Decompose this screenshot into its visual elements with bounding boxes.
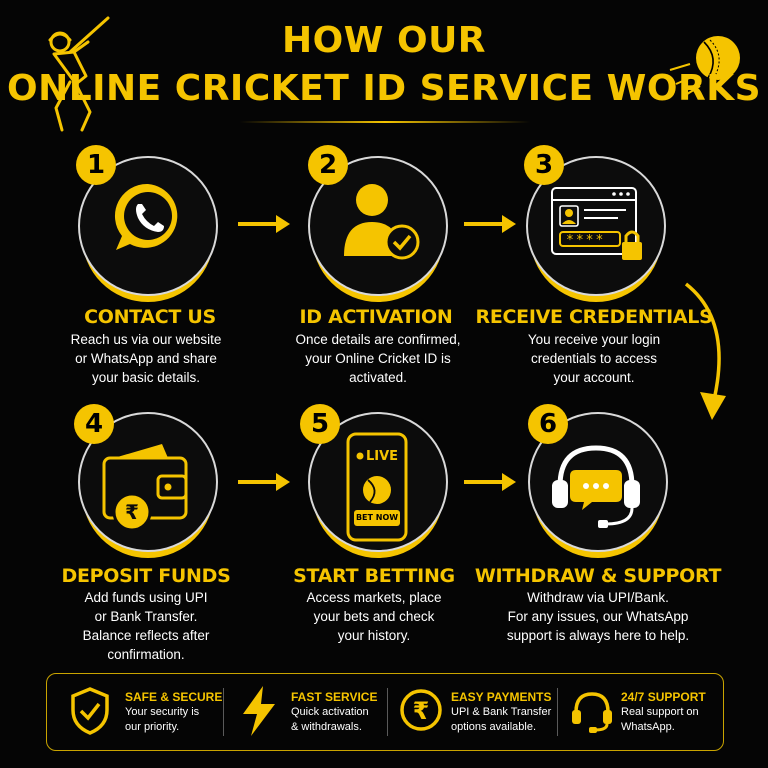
feature-title: SAFE & SECURE bbox=[125, 690, 223, 704]
desc-line: your bets and check bbox=[313, 609, 435, 624]
bet-now-button: BET NOW bbox=[355, 513, 399, 522]
batsman-icon bbox=[48, 16, 110, 132]
headset-icon bbox=[572, 692, 612, 733]
arrow-right-icon bbox=[464, 215, 516, 233]
feature-title: EASY PAYMENTS bbox=[451, 690, 552, 704]
password-mask: **** bbox=[566, 233, 606, 248]
step-number: 3 bbox=[524, 145, 564, 185]
desc-line: Once details are confirmed, bbox=[295, 332, 461, 347]
desc-line: credentials to access bbox=[530, 351, 658, 366]
page-title-line1: HOW OUR bbox=[281, 20, 487, 61]
desc-line: your basic details. bbox=[91, 370, 201, 385]
desc-line: your account. bbox=[553, 370, 635, 385]
step-number: 2 bbox=[308, 145, 348, 185]
step-description: Access markets, place your bets and chec… bbox=[254, 588, 494, 645]
whatsapp-icon bbox=[114, 183, 178, 250]
step-description: Add funds using UPI or Bank Transfer. Ba… bbox=[26, 588, 266, 664]
shield-check-icon bbox=[71, 687, 109, 735]
feature-fast-service: FAST SERVICE Quick activation & withdraw… bbox=[225, 674, 391, 750]
cricket-ball-icon bbox=[669, 36, 740, 97]
arrow-right-icon bbox=[238, 215, 290, 233]
feature-title: 24/7 SUPPORT bbox=[621, 690, 706, 704]
step-number: 6 bbox=[528, 404, 568, 444]
step-title: START BETTING bbox=[293, 565, 455, 587]
desc-line: Quick activation bbox=[291, 706, 369, 718]
feature-separator bbox=[557, 688, 558, 736]
svg-text:₹: ₹ bbox=[413, 697, 430, 725]
desc-line: Balance reflects after bbox=[82, 628, 210, 643]
desc-line: Your security is bbox=[125, 706, 200, 718]
headset-chat-icon bbox=[552, 445, 640, 528]
feature-separator bbox=[387, 688, 388, 736]
desc-line: For any issues, our WhatsApp bbox=[507, 609, 689, 624]
feature-support: 24/7 SUPPORT Real support on WhatsApp. bbox=[559, 674, 723, 750]
arrow-right-icon bbox=[238, 473, 290, 491]
desc-line: WhatsApp. bbox=[621, 721, 675, 733]
desc-line: Real support on bbox=[621, 706, 699, 718]
step-description: Reach us via our website or WhatsApp and… bbox=[26, 330, 266, 387]
desc-line: support is always here to help. bbox=[506, 628, 690, 643]
step-title: WITHDRAW & SUPPORT bbox=[474, 565, 722, 587]
step-title: DEPOSIT FUNDS bbox=[61, 565, 231, 587]
arrow-right-icon bbox=[464, 473, 516, 491]
feature-easy-payments: ₹ EASY PAYMENTS UPI & Bank Transfer opti… bbox=[389, 674, 565, 750]
desc-line: You receive your login bbox=[527, 332, 661, 347]
feature-description: Real support on WhatsApp. bbox=[621, 705, 699, 735]
curved-arrow-icon bbox=[684, 282, 726, 420]
lightning-icon bbox=[243, 686, 275, 736]
wallet-rupee-icon: ₹ bbox=[102, 444, 188, 532]
desc-line: Add funds using UPI bbox=[84, 590, 208, 605]
step-title: ID ACTIVATION bbox=[299, 306, 453, 328]
desc-line: Reach us via our website bbox=[70, 332, 222, 347]
features-bar: SAFE & SECURE Your security is our prior… bbox=[46, 673, 724, 751]
desc-line: activated. bbox=[349, 370, 407, 385]
desc-line: options available. bbox=[451, 721, 537, 733]
step-number: 4 bbox=[74, 404, 114, 444]
feature-description: UPI & Bank Transfer options available. bbox=[451, 705, 551, 735]
rupee-icon: ₹ bbox=[400, 689, 442, 731]
step-title: CONTACT US bbox=[84, 306, 216, 328]
page-title-line2: ONLINE CRICKET ID SERVICE WORKS bbox=[6, 68, 762, 109]
feature-title: FAST SERVICE bbox=[291, 690, 378, 704]
feature-description: Quick activation & withdrawals. bbox=[291, 705, 369, 735]
phone-live-icon bbox=[346, 432, 408, 542]
desc-line: your Online Cricket ID is bbox=[305, 351, 451, 366]
desc-line: your history. bbox=[337, 628, 411, 643]
desc-line: Access markets, place bbox=[306, 590, 442, 605]
desc-line: Withdraw via UPI/Bank. bbox=[527, 590, 669, 605]
step-description: You receive your login credentials to ac… bbox=[474, 330, 714, 387]
feature-description: Your security is our priority. bbox=[125, 705, 199, 735]
step-description: Once details are confirmed, your Online … bbox=[258, 330, 498, 387]
user-check-icon bbox=[344, 184, 420, 260]
svg-text:₹: ₹ bbox=[125, 500, 139, 524]
login-window-icon bbox=[551, 187, 642, 260]
desc-line: confirmation. bbox=[107, 647, 185, 662]
step-number: 1 bbox=[76, 145, 116, 185]
desc-line: or WhatsApp and share bbox=[75, 351, 217, 366]
step-number: 5 bbox=[300, 404, 340, 444]
desc-line: our priority. bbox=[125, 721, 180, 733]
title-divider bbox=[240, 121, 530, 123]
desc-line: UPI & Bank Transfer bbox=[451, 706, 552, 718]
feature-safe-secure: SAFE & SECURE Your security is our prior… bbox=[47, 674, 223, 750]
desc-line: & withdrawals. bbox=[291, 721, 362, 733]
live-label: LIVE bbox=[366, 449, 399, 464]
desc-line: or Bank Transfer. bbox=[94, 609, 198, 624]
step-description: Withdraw via UPI/Bank. For any issues, o… bbox=[478, 588, 718, 645]
step-title: RECEIVE CREDENTIALS bbox=[475, 306, 713, 328]
feature-separator bbox=[223, 688, 224, 736]
